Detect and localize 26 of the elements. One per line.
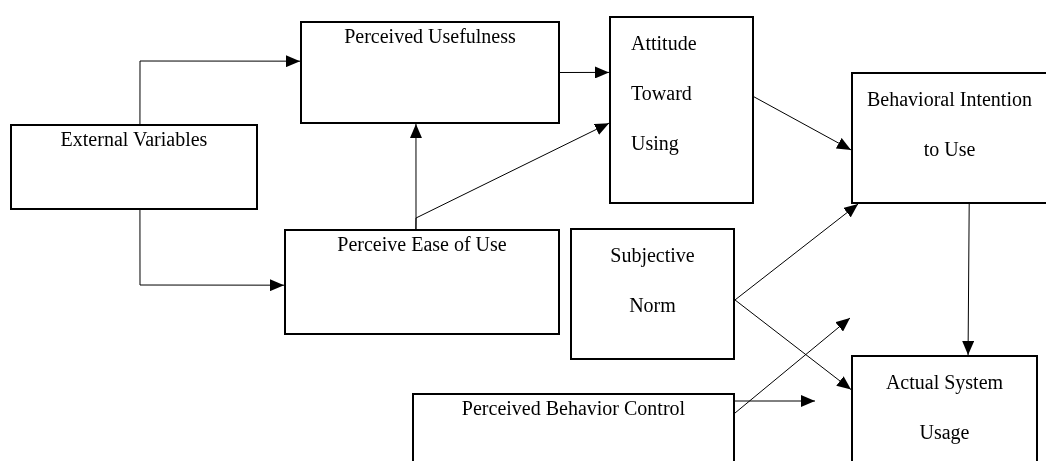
node-label: Perceived Usefulness xyxy=(343,24,517,49)
node-label: Attitude Toward Using xyxy=(631,31,698,157)
arrow xyxy=(139,209,285,292)
node-label: Perceive Ease of Use xyxy=(336,232,508,257)
arrow xyxy=(734,317,851,414)
process-box xyxy=(284,229,560,335)
process-box xyxy=(412,393,735,461)
node-label: Actual System Usage xyxy=(884,370,1005,446)
node-label: Perceived Behavior Control xyxy=(460,396,687,421)
arrow xyxy=(962,203,975,356)
arrow xyxy=(139,55,301,125)
arrow xyxy=(734,395,816,407)
process-box xyxy=(10,124,258,210)
arrow xyxy=(559,66,610,79)
node-label: Behavioral Intention to Use xyxy=(867,87,1032,162)
arrow xyxy=(415,122,610,230)
process-box xyxy=(300,21,560,124)
process-box xyxy=(851,72,1046,204)
process-box xyxy=(851,355,1038,461)
node-label: External Variables xyxy=(59,127,209,152)
arrow xyxy=(734,203,859,301)
process-box xyxy=(609,16,754,204)
process-box xyxy=(570,228,735,360)
arrow xyxy=(734,299,852,390)
arrow xyxy=(753,96,852,151)
node-label: Subjective Norm xyxy=(609,243,696,318)
